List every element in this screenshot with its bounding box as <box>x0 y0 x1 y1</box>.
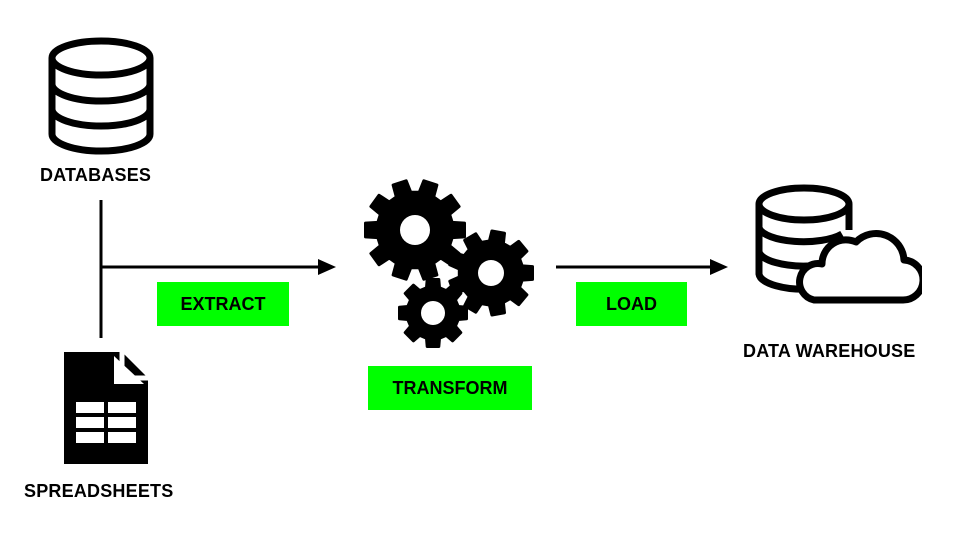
extract-tag: EXTRACT <box>157 282 289 326</box>
gears-icon <box>360 178 540 350</box>
spreadsheets-label: SPREADSHEETS <box>24 481 174 501</box>
small-gear-icon <box>398 278 468 348</box>
spreadsheet-icon <box>64 352 148 464</box>
extract-arrowhead <box>318 259 336 275</box>
medium-gear-icon <box>448 229 534 317</box>
transform-tag: TRANSFORM <box>368 366 532 410</box>
databases-label: DATABASES <box>40 165 152 185</box>
large-gear-icon <box>364 179 466 281</box>
load-arrowhead <box>710 259 728 275</box>
data-warehouse-label: DATA WAREHOUSE <box>743 341 916 361</box>
load-tag: LOAD <box>576 282 687 326</box>
cloud-database-icon <box>752 182 922 312</box>
database-icon <box>46 36 156 156</box>
